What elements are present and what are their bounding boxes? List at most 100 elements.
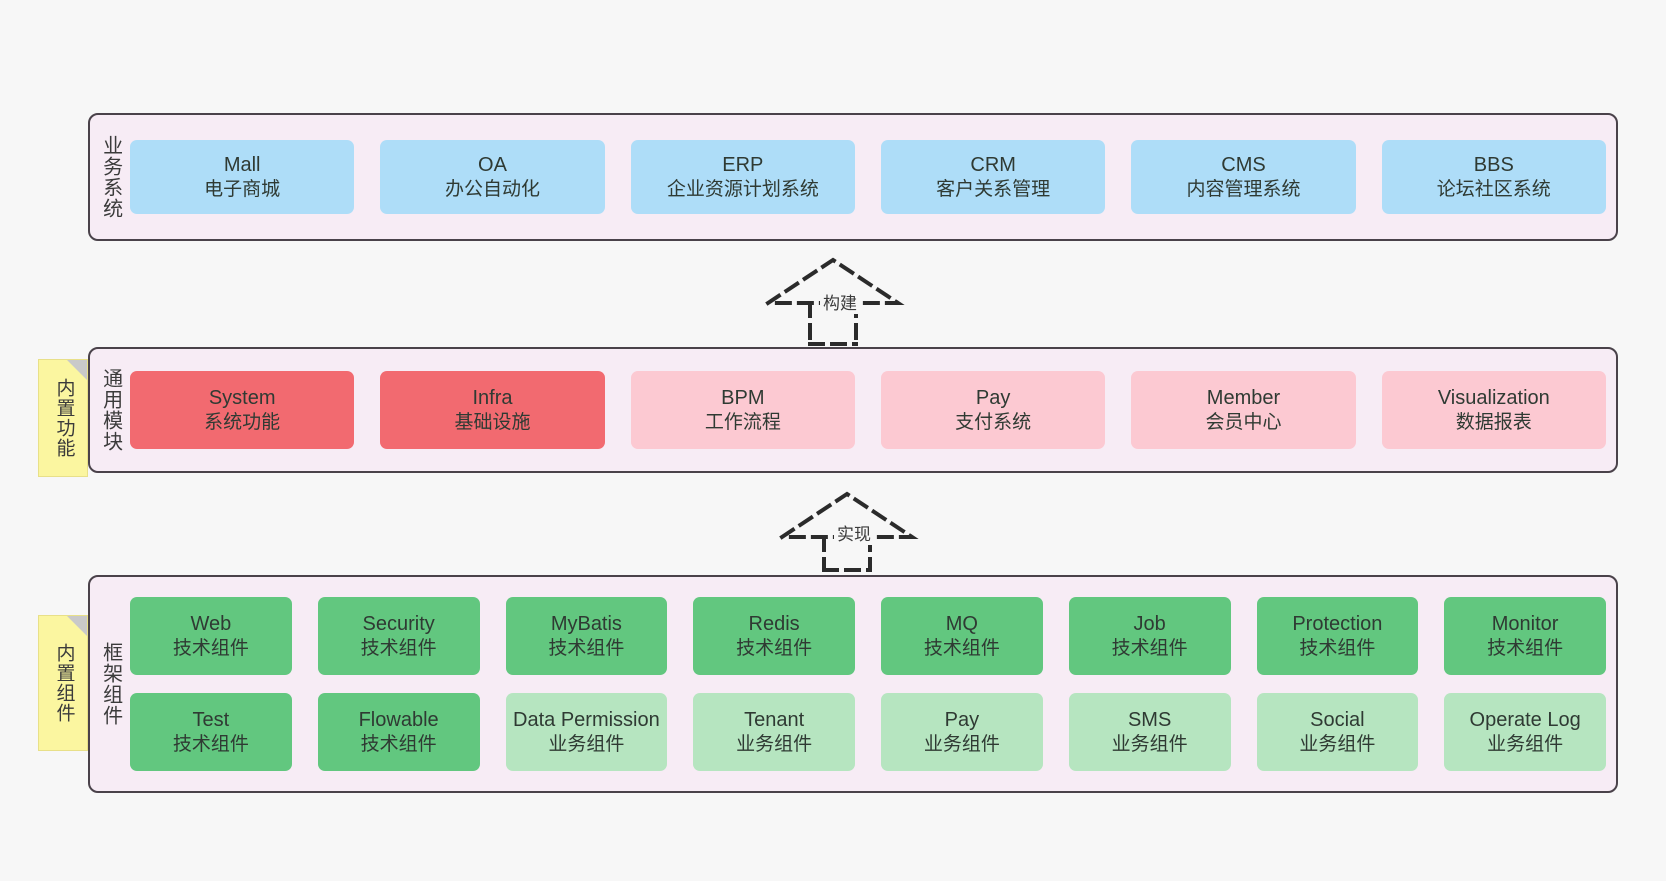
card-row: System 系统功能 Infra 基础设施 BPM 工作流程 Pay 支付系统 (130, 371, 1606, 449)
card-title: Mall (223, 154, 261, 177)
card-test[interactable]: Test 技术组件 (130, 693, 292, 771)
card-pay-component[interactable]: Pay 业务组件 (881, 693, 1043, 771)
layer-cards-framework: Web 技术组件 Security 技术组件 MyBatis 技术组件 Redi… (130, 577, 1616, 791)
card-title: CMS (1221, 154, 1266, 177)
card-sms[interactable]: SMS 业务组件 (1068, 693, 1231, 771)
card-flowable[interactable]: Flowable 技术组件 (317, 693, 480, 771)
card-title: Security (362, 613, 435, 636)
connector-label-build: 构建 (820, 289, 860, 314)
card-system[interactable]: System 系统功能 (130, 371, 355, 449)
card-subtitle: 会员中心 (1205, 411, 1282, 433)
card-subtitle: 技术组件 (172, 637, 249, 659)
layer-framework-components[interactable]: 框架组件 Web 技术组件 Security 技术组件 MyBatis 技术组件 (88, 575, 1618, 793)
card-infra[interactable]: Infra 基础设施 (380, 371, 605, 449)
connector-label-implement: 实现 (834, 520, 874, 545)
card-title: SMS (1127, 709, 1172, 732)
card-oa[interactable]: OA 办公自动化 (380, 140, 605, 214)
card-subtitle: 支付系统 (955, 411, 1032, 433)
card-title: Test (192, 709, 230, 732)
card-subtitle: 技术组件 (1299, 637, 1376, 659)
card-subtitle: 技术组件 (360, 637, 437, 659)
page-fold-icon (67, 360, 87, 380)
card-title: System (208, 387, 276, 410)
card-social[interactable]: Social 业务组件 (1256, 693, 1419, 771)
card-erp[interactable]: ERP 企业资源计划系统 (630, 140, 855, 214)
card-web[interactable]: Web 技术组件 (130, 597, 292, 675)
card-subtitle: 技术组件 (1111, 637, 1188, 659)
card-row: Test 技术组件 Flowable 技术组件 Data Permission … (130, 693, 1606, 771)
connector-build: 构建 (758, 257, 908, 346)
card-subtitle: 办公自动化 (444, 178, 540, 200)
card-bpm[interactable]: BPM 工作流程 (630, 371, 855, 449)
card-subtitle: 技术组件 (172, 733, 249, 755)
layer-title-framework: 框架组件 (99, 642, 122, 726)
card-title: Social (1310, 709, 1365, 732)
card-row: Mall 电子商城 OA 办公自动化 ERP 企业资源计划系统 CRM 客户关系… (130, 140, 1606, 214)
card-subtitle: 基础设施 (454, 411, 531, 433)
card-protection[interactable]: Protection 技术组件 (1256, 597, 1419, 675)
card-subtitle: 技术组件 (736, 637, 813, 659)
card-subtitle: 业务组件 (1487, 733, 1564, 755)
card-security[interactable]: Security 技术组件 (317, 597, 480, 675)
card-subtitle: 系统功能 (204, 411, 281, 433)
sticky-note-builtin-features[interactable]: 内置功能 (38, 359, 88, 477)
layer-cards-business: Mall 电子商城 OA 办公自动化 ERP 企业资源计划系统 CRM 客户关系… (130, 115, 1616, 239)
card-subtitle: 技术组件 (360, 733, 437, 755)
card-mq[interactable]: MQ 技术组件 (881, 597, 1043, 675)
card-visualization[interactable]: Visualization 数据报表 (1381, 371, 1606, 449)
card-title: Job (1133, 613, 1166, 636)
card-title: Pay (944, 709, 980, 732)
page-fold-icon (67, 616, 87, 636)
card-data-permission[interactable]: Data Permission 业务组件 (505, 693, 668, 771)
card-monitor[interactable]: Monitor 技术组件 (1444, 597, 1606, 675)
card-title: Web (190, 613, 232, 636)
card-title: Pay (975, 387, 1011, 410)
card-operate-log[interactable]: Operate Log 业务组件 (1444, 693, 1606, 771)
card-title: Tenant (744, 709, 805, 732)
card-mybatis[interactable]: MyBatis 技术组件 (505, 597, 668, 675)
card-title: BBS (1473, 154, 1514, 177)
layer-title-business: 业务系统 (99, 135, 122, 219)
card-subtitle: 技术组件 (923, 637, 1000, 659)
card-bbs[interactable]: BBS 论坛社区系统 (1381, 140, 1606, 214)
card-title: Monitor (1491, 613, 1559, 636)
card-title: Operate Log (1469, 709, 1581, 732)
card-title: Redis (748, 613, 800, 636)
card-mall[interactable]: Mall 电子商城 (130, 140, 355, 214)
card-member[interactable]: Member 会员中心 (1131, 371, 1356, 449)
card-subtitle: 业务组件 (1111, 733, 1188, 755)
card-subtitle: 企业资源计划系统 (666, 178, 819, 200)
card-crm[interactable]: CRM 客户关系管理 (880, 140, 1106, 214)
card-redis[interactable]: Redis 技术组件 (693, 597, 855, 675)
card-subtitle: 业务组件 (736, 733, 813, 755)
layer-common-modules[interactable]: 通用模块 System 系统功能 Infra 基础设施 BPM 工作流程 (88, 347, 1618, 473)
card-title: Member (1206, 387, 1281, 410)
card-title: Infra (472, 387, 513, 410)
connector-implement: 实现 (772, 491, 922, 572)
card-subtitle: 业务组件 (923, 733, 1000, 755)
card-title: OA (478, 154, 507, 177)
card-title: Visualization (1437, 387, 1550, 410)
card-title: MQ (945, 613, 978, 636)
card-tenant[interactable]: Tenant 业务组件 (693, 693, 855, 771)
layer-business-systems[interactable]: 业务系统 Mall 电子商城 OA 办公自动化 ERP 企业资源计划系统 (88, 113, 1618, 241)
layer-cards-common: System 系统功能 Infra 基础设施 BPM 工作流程 Pay 支付系统 (130, 349, 1616, 471)
card-subtitle: 技术组件 (1487, 637, 1564, 659)
card-job[interactable]: Job 技术组件 (1068, 597, 1231, 675)
card-title: ERP (722, 154, 764, 177)
card-subtitle: 工作流程 (704, 411, 781, 433)
card-subtitle: 电子商城 (204, 178, 281, 200)
card-subtitle: 内容管理系统 (1186, 178, 1301, 200)
card-title: MyBatis (550, 613, 622, 636)
card-title: Protection (1292, 613, 1383, 636)
layer-title-common: 通用模块 (99, 368, 122, 452)
card-pay[interactable]: Pay 支付系统 (880, 371, 1106, 449)
card-cms[interactable]: CMS 内容管理系统 (1131, 140, 1356, 214)
card-subtitle: 论坛社区系统 (1436, 178, 1551, 200)
card-title: BPM (721, 387, 765, 410)
sticky-note-label: 内置功能 (53, 378, 75, 458)
card-title: Flowable (358, 709, 439, 732)
sticky-note-builtin-components[interactable]: 内置组件 (38, 615, 88, 751)
card-row: Web 技术组件 Security 技术组件 MyBatis 技术组件 Redi… (130, 597, 1606, 675)
